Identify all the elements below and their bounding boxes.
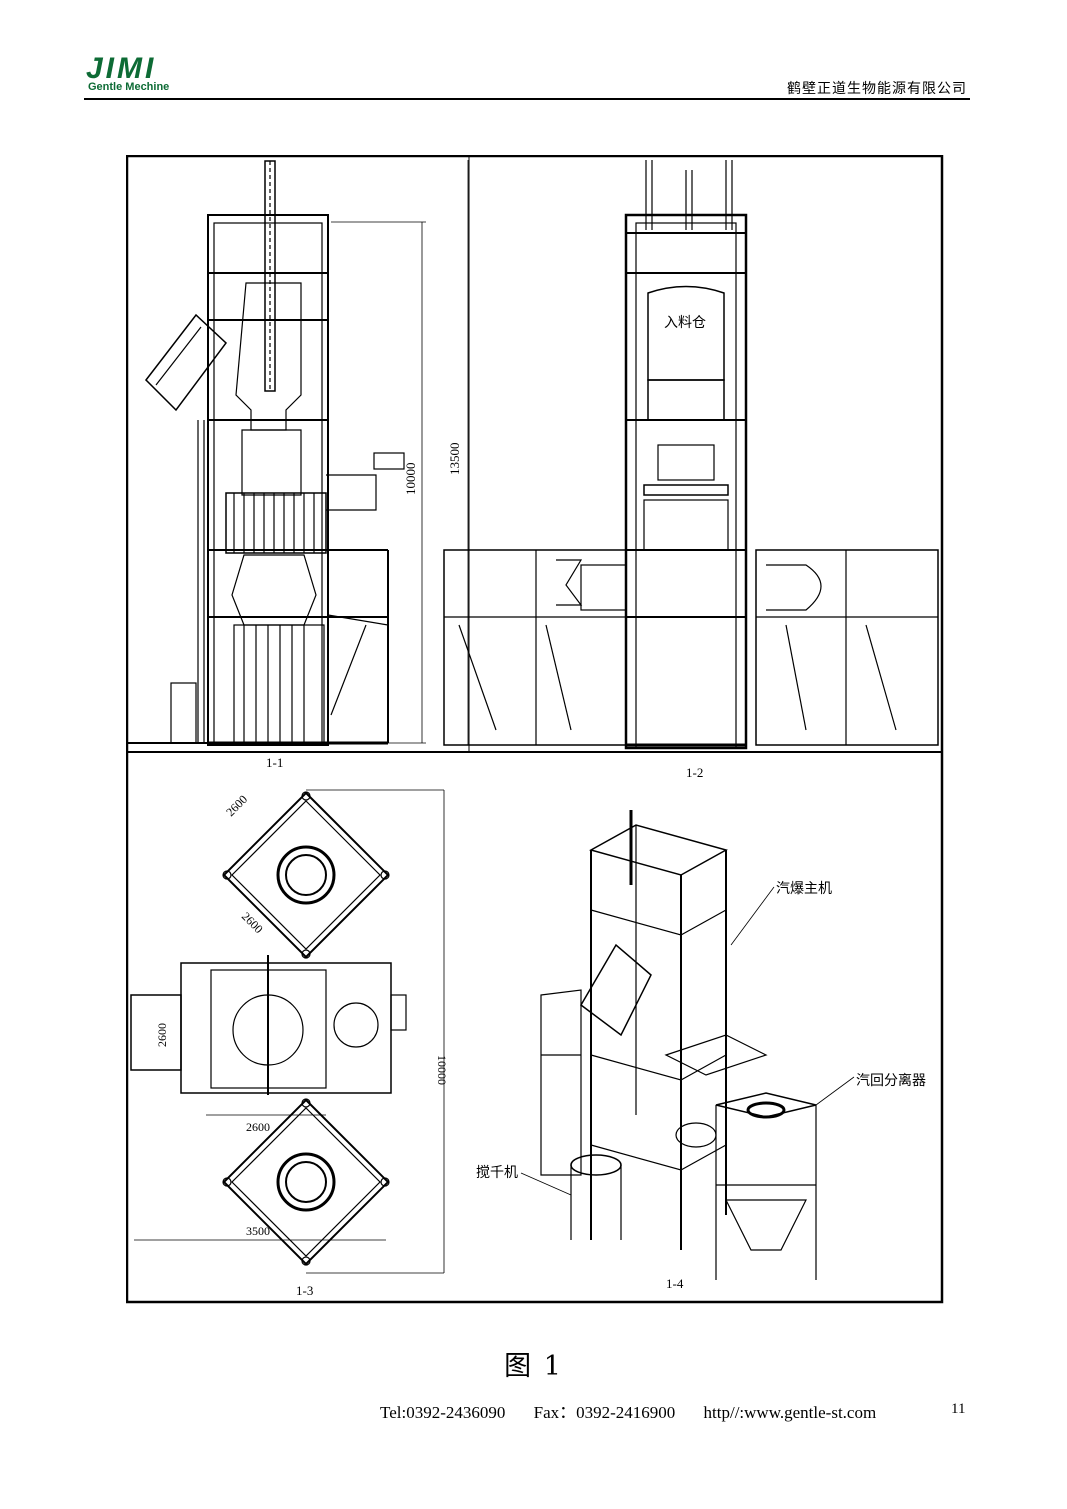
header-divider: [84, 98, 970, 100]
view-label-1-1: 1-1: [266, 755, 283, 770]
drawing-frame: [125, 154, 944, 1304]
footer-contact: Tel:0392-2436090 Fax：0392-2416900 http//…: [380, 1398, 900, 1423]
company-name: 鹤壁正道生物能源有限公司: [787, 81, 967, 97]
label-separator: 汽回分离器: [856, 1072, 926, 1089]
logo-mark: JIMI: [86, 52, 157, 85]
logo-subtitle: Gentle Mechine: [88, 81, 170, 93]
footer-website[interactable]: http//:www.gentle-st.com: [703, 1403, 877, 1422]
dim-10000-plan: 10000: [435, 1055, 449, 1085]
label-mixer: 搅千机: [476, 1165, 518, 1181]
company-logo: JIMI Gentle Mechine: [86, 54, 198, 94]
view-label-1-3: 1-3: [296, 1283, 313, 1298]
drawing-svg: 10000 13500 1-1 入料仓 1-2: [125, 154, 944, 1304]
view-1-4-isometric: [520, 810, 855, 1280]
footer-tel: Tel:0392-2436090: [380, 1403, 506, 1422]
dim-13500: 13500: [447, 443, 462, 476]
label-steam-host: 汽爆主机: [776, 881, 832, 897]
engineering-drawing: 10000 13500 1-1 入料仓 1-2: [125, 154, 944, 1304]
label-feed-bin: 入料仓: [664, 315, 706, 331]
view-label-1-4: 1-4: [666, 1276, 684, 1291]
view-label-1-2: 1-2: [686, 765, 703, 780]
figure-caption: 图 1: [504, 1351, 563, 1382]
page-number: 11: [951, 1401, 966, 1417]
dim-2600-d: 2600: [246, 1120, 270, 1134]
dim-3500: 3500: [246, 1224, 270, 1238]
view-1-2-elevation: [443, 160, 939, 750]
dim-2600-a: 2600: [223, 792, 250, 819]
dim-2600-c: 2600: [155, 1023, 169, 1047]
view-1-3-plan: [130, 789, 445, 1274]
view-1-1-elevation: [128, 160, 469, 746]
dim-10000-front: 10000: [403, 463, 418, 496]
footer-fax: Fax：0392-2416900: [533, 1403, 676, 1422]
